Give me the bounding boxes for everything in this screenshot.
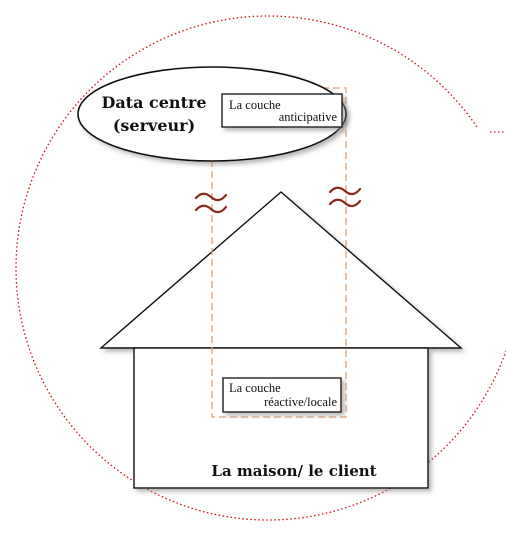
wave-mark-right — [328, 186, 362, 208]
datacentre-ellipse — [77, 66, 347, 162]
reactive-layer-box — [222, 377, 342, 413]
anticipative-label-line2: anticipative — [279, 110, 338, 124]
circle-gap — [470, 128, 506, 338]
anticipative-layer-box — [221, 93, 343, 128]
reactive-label-line1: La couche — [229, 381, 281, 395]
house-body — [133, 347, 429, 489]
anticipative-label-line1: La couche — [229, 98, 281, 112]
house-label: La maison/ le client — [211, 462, 376, 480]
house-roof — [99, 191, 463, 349]
wave-mark-left — [194, 192, 228, 214]
reactive-label-line2: réactive/locale — [264, 395, 337, 409]
datacentre-label-line2: (serveur) — [113, 116, 195, 135]
datacentre-label-line1: Data centre — [101, 93, 206, 112]
